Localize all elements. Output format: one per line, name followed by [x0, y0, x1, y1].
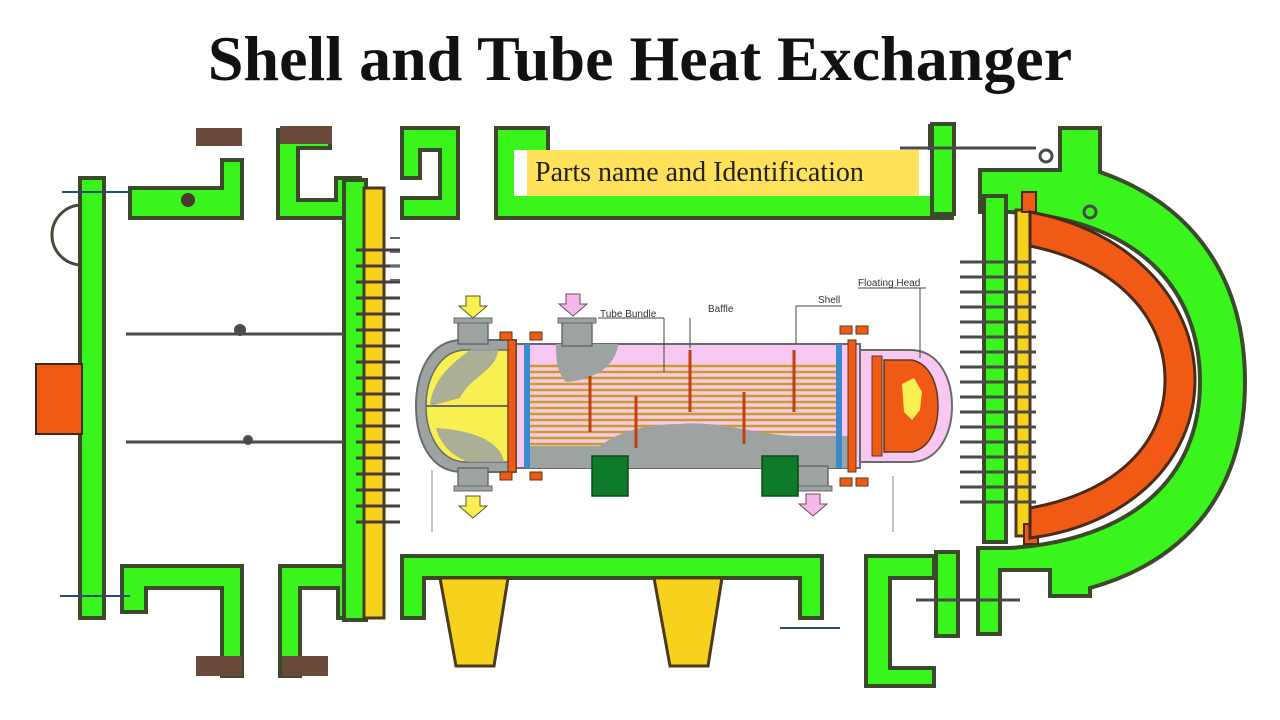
inset-nozzle-shell-outlet-flange — [793, 485, 833, 492]
label-baffle: Baffle — [708, 304, 734, 315]
inset-channel-fluid-bottom — [436, 428, 504, 462]
left-end-arc — [50, 203, 83, 267]
inset-diagram: Tube Bundle Baffle Shell Floating Head — [400, 232, 960, 532]
inset-tubesheet-left — [507, 339, 517, 473]
inset-arrow-tube-out — [457, 495, 489, 519]
inset-bolt — [839, 477, 853, 487]
inset-bolt — [499, 331, 513, 341]
inset-arrow-shell-in — [557, 293, 589, 317]
inset-nozzle-shell-inlet — [561, 319, 593, 347]
inset-bolt — [839, 325, 853, 335]
saddle-left — [438, 576, 510, 668]
inset-support-left — [591, 455, 629, 497]
inset-nozzle-tube-inlet — [457, 319, 489, 345]
left-tubesheet — [362, 186, 386, 620]
inset-nozzle-tube-outlet-flange — [453, 485, 493, 492]
inset-nozzle-tube-inlet-flange — [453, 317, 493, 324]
left-top-nozzle-cap2 — [280, 126, 332, 144]
label-tube-bundle: Tube Bundle — [600, 309, 657, 320]
inset-tubesheet-right-inner — [836, 344, 842, 468]
shell-cover-flange-bottom — [934, 550, 960, 638]
shell-cover-dome — [976, 126, 1248, 636]
floating-head-lug-top — [1021, 191, 1037, 213]
floating-tubesheet-flange — [982, 194, 1008, 544]
left-tubesheet-assembly — [342, 178, 400, 622]
inset-tubesheet-left-inner — [524, 344, 530, 468]
inset-arrow-tube-in — [457, 295, 489, 319]
lifting-lug-mid — [1082, 204, 1098, 220]
inset-bolt — [855, 477, 869, 487]
inset-nozzle-shell-outlet — [797, 465, 829, 489]
label-floating-head: Floating Head — [858, 278, 920, 289]
inset-floating-tubesheet — [871, 355, 883, 457]
shell-bottom-nozzle — [864, 554, 936, 688]
inset-channel-fluid-top — [430, 346, 499, 406]
inset-bolt — [529, 471, 543, 481]
left-rod-knot-lower — [243, 435, 253, 445]
left-top-nozzle-cap — [196, 128, 242, 146]
inset-floating-head-fluid — [902, 378, 922, 420]
shell-bottom-wall — [400, 554, 824, 620]
left-nameplate-block — [35, 363, 83, 435]
shell-top-nozzle-left — [400, 126, 460, 220]
floating-tubesheet-tubes — [960, 260, 1036, 504]
floating-head-cover — [1028, 210, 1197, 540]
inset-bolt — [529, 331, 543, 341]
lifting-lug-top — [1038, 148, 1054, 164]
left-bottom-nozzle-cap2 — [282, 656, 328, 676]
page-title: Shell and Tube Heat Exchanger — [207, 23, 1073, 94]
subtitle-banner: Parts name and Identification — [527, 150, 919, 196]
inset-nozzle-tube-outlet — [457, 467, 489, 489]
inset-bolt — [855, 325, 869, 335]
inset-tubesheet-right — [847, 339, 857, 473]
inset-baffles — [588, 350, 796, 448]
left-bottom-nozzle-cap — [196, 656, 242, 676]
left-top-nozzle-flange — [128, 158, 244, 220]
inset-shell-fluid-top — [556, 344, 618, 382]
label-shell: Shell — [818, 295, 840, 306]
left-rod-knot-upper — [234, 324, 246, 336]
inset-support-right — [761, 455, 799, 497]
left-cover-plate — [78, 176, 106, 620]
left-end-assembly — [35, 126, 364, 678]
shell-cover-flange-top — [930, 122, 956, 216]
saddle-right — [652, 576, 724, 668]
inset-arrow-shell-out — [797, 493, 829, 517]
floating-head-assembly — [900, 122, 1248, 638]
left-top-bolt — [181, 193, 195, 207]
left-tubesheet-tubes — [356, 248, 400, 524]
inset-nozzle-shell-inlet-flange — [557, 317, 597, 324]
inset-bolt — [499, 471, 513, 481]
